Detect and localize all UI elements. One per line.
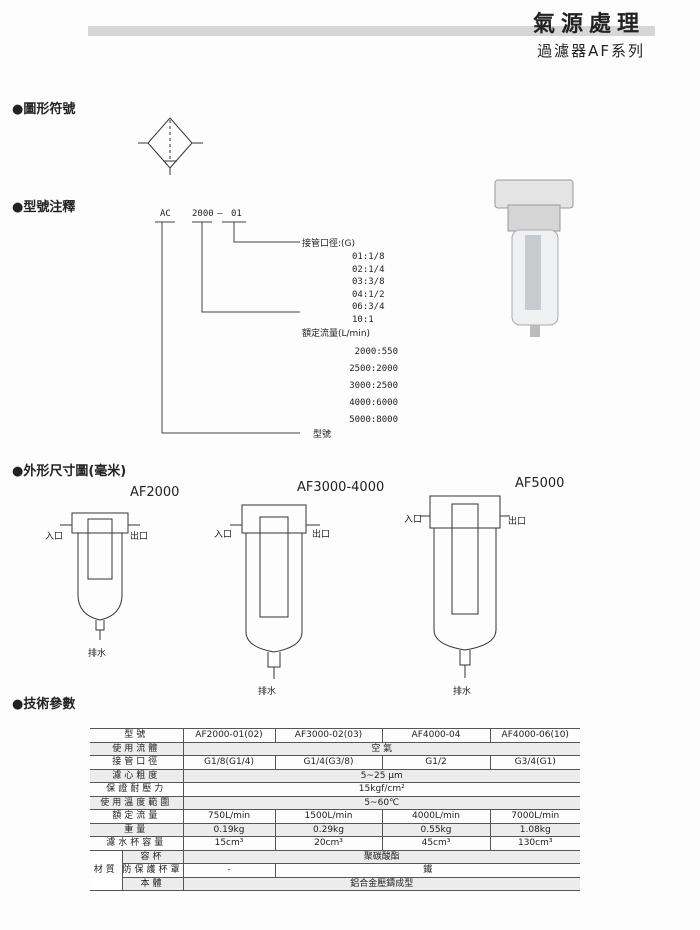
drawing-model-label: AF3000-4000 [297, 480, 385, 495]
drain-label: 排水 [258, 687, 277, 697]
flow-label: 額定流量(L/min) [302, 329, 371, 339]
outlet-label: 出口 [312, 530, 331, 540]
code-leader-lines [155, 221, 300, 434]
inlet-label: 入口 [404, 515, 423, 525]
drawing-model-label: AF2000 [130, 485, 180, 500]
port-label: 接管口徑:(G) [302, 239, 356, 249]
type-label: 型號 [313, 430, 332, 440]
inlet-label: 入口 [214, 530, 233, 540]
page-subtitle: 過濾器AF系列 [537, 42, 645, 60]
table-row: 材質容杯聚碳酸酯 [90, 849, 580, 891]
page-title: 氣源處理 [532, 12, 645, 37]
inlet-label: 入口 [45, 532, 64, 542]
flow-option: 2500:2000 [349, 364, 398, 374]
table-row: 本體鋁合金壓鑄成型 [90, 876, 580, 891]
header-bar [88, 26, 655, 36]
af2000-drawing [60, 512, 140, 640]
code-dash: — [217, 209, 223, 219]
code-port: 01 [231, 209, 242, 219]
flow-option: 2000:550 [354, 347, 398, 357]
port-option: 10:1 [352, 314, 374, 325]
drain-label: 排水 [453, 687, 472, 697]
drain-label: 排水 [88, 649, 107, 659]
section-symbol: ●圖形符號 [12, 102, 76, 117]
outlet-label: 出口 [130, 532, 149, 542]
af3000-drawing [230, 504, 320, 679]
outlet-label: 出口 [508, 517, 527, 527]
flow-option: 4000:6000 [349, 398, 398, 408]
filter-symbol-icon [138, 117, 203, 175]
port-option: 04:1/2 [352, 289, 385, 300]
port-option: 01:1/8 [352, 252, 385, 262]
drawing-model-label: AF5000 [515, 476, 565, 491]
flow-option: 3000:2500 [349, 381, 398, 391]
flow-option: 5000:8000 [349, 415, 398, 425]
af5000-drawing [420, 495, 510, 678]
section-model-code: ●型號注釋 [12, 200, 76, 215]
table-row: 防保護杯罩-鐵 [90, 863, 580, 878]
section-specs: ●技術參數 [12, 697, 76, 712]
product-photo [494, 179, 574, 337]
section-dimensions: ●外形尺寸圖(毫米) [12, 464, 127, 479]
code-size: 2000 [192, 209, 214, 219]
code-prefix: AC [160, 209, 171, 219]
port-option: 02:1/4 [352, 264, 385, 275]
table-row: 使用流體空 氣 [90, 741, 580, 756]
port-option: 03:3/8 [352, 277, 385, 287]
port-option: 06:3/4 [352, 302, 385, 312]
